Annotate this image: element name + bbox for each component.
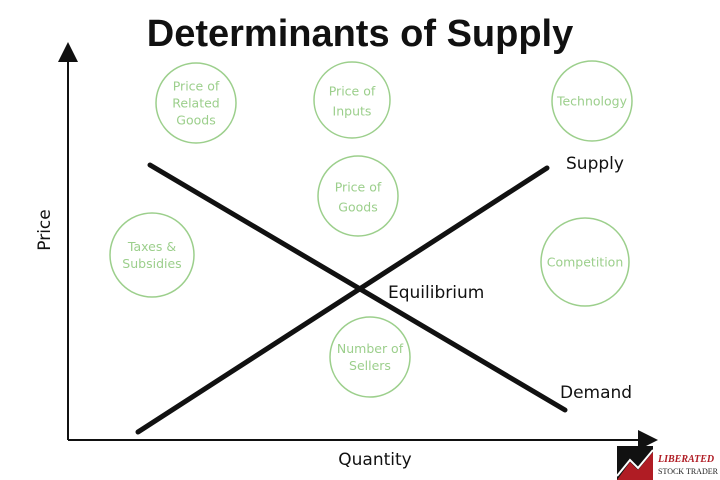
demand-label: Demand bbox=[560, 383, 632, 403]
determinant-label: Price of bbox=[329, 83, 376, 98]
determinant-goods: Price of Goods bbox=[317, 155, 399, 237]
determinant-inputs: Price of Inputs bbox=[313, 61, 391, 139]
svg-text:LIBERATED: LIBERATED bbox=[657, 454, 714, 465]
determinant-circle bbox=[329, 316, 411, 398]
y-axis-label: Price bbox=[35, 209, 55, 250]
determinant-label: Subsidies bbox=[122, 256, 181, 271]
x-axis-label: Quantity bbox=[338, 450, 411, 470]
determinant-label: Goods bbox=[176, 112, 215, 127]
determinant-label: Taxes & bbox=[127, 239, 176, 254]
determinant-technology: Technology bbox=[551, 60, 633, 142]
determinant-circle bbox=[551, 60, 633, 142]
determinant-label: Goods bbox=[338, 199, 377, 214]
determinant-label: Number of bbox=[337, 341, 404, 356]
svg-text:STOCK TRADER: STOCK TRADER bbox=[658, 467, 719, 476]
determinant-sellers: Number of Sellers bbox=[329, 316, 411, 398]
supply-label: Supply bbox=[566, 154, 624, 174]
determinant-label: Technology bbox=[556, 93, 628, 108]
determinant-circle bbox=[155, 62, 237, 144]
determinant-label: Competition bbox=[547, 254, 624, 269]
determinant-label: Inputs bbox=[333, 103, 372, 118]
determinant-taxes: Taxes & Subsidies bbox=[109, 212, 195, 298]
determinant-label: Price of bbox=[173, 78, 220, 93]
determinant-competition: Competition bbox=[540, 217, 630, 307]
determinant-label: Related bbox=[172, 95, 219, 110]
determinant-circle bbox=[317, 155, 399, 237]
determinant-label: Sellers bbox=[349, 358, 391, 373]
diagram-title: Determinants of Supply bbox=[147, 13, 574, 55]
liberated-stock-trader-logo: LIBERATED STOCK TRADER bbox=[616, 446, 719, 480]
supply-curve bbox=[135, 165, 550, 435]
determinant-circle bbox=[109, 212, 195, 298]
determinant-circle bbox=[540, 217, 630, 307]
demand-curve bbox=[147, 162, 568, 413]
determinant-circle bbox=[313, 61, 391, 139]
equilibrium-label: Equilibrium bbox=[388, 283, 484, 303]
determinant-label: Price of bbox=[335, 179, 382, 194]
